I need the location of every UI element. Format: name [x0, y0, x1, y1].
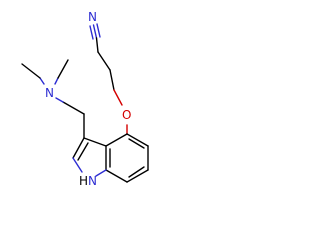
nitrile-group — [89, 23, 101, 40]
amine-n-label: N — [45, 86, 54, 100]
pyrrole-bond-c2-n — [72, 157, 83, 173]
pyrrole-bond-c3-c2 — [72, 137, 85, 159]
ring-double-2 — [128, 166, 145, 178]
methyl-2 — [57, 59, 69, 79]
bond-ch2-n — [55, 97, 64, 103]
ether-o-label: O — [122, 108, 131, 122]
bond-n-methyl-1 — [39, 77, 45, 85]
triple-bond-c — [89, 25, 94, 40]
ring-bond-1 — [126, 133, 149, 147]
pyrrole-ring — [72, 137, 107, 177]
ring-bond-4 — [105, 169, 128, 183]
triple-bond-a — [92, 24, 98, 39]
indole-n-label: N — [88, 174, 97, 188]
bond-chain-o — [113, 89, 123, 106]
ring-bond-3 — [126, 169, 149, 183]
methyl-1 — [21, 63, 41, 79]
nitrile-n-label: N — [88, 10, 97, 24]
pyrrole-double-c3-c2 — [77, 142, 89, 161]
bond-cn-chain — [95, 37, 99, 53]
pyrrole-bond-n-c7a — [95, 169, 107, 177]
bond-chain-2 — [109, 69, 115, 91]
benzene-ring — [105, 133, 149, 183]
indole-h-label: H — [79, 174, 88, 188]
bond-chain-1 — [97, 51, 111, 71]
ring-bond-6 — [105, 133, 128, 147]
pyrrole-bond-c3a-c3 — [83, 137, 107, 147]
bond-n-methyl-2 — [54, 77, 59, 85]
ring-double-1 — [128, 138, 145, 149]
bond-ch2-ch2 — [62, 101, 85, 115]
molecule-structure: N N O H N — [21, 10, 149, 188]
triple-bond-b — [96, 23, 101, 38]
